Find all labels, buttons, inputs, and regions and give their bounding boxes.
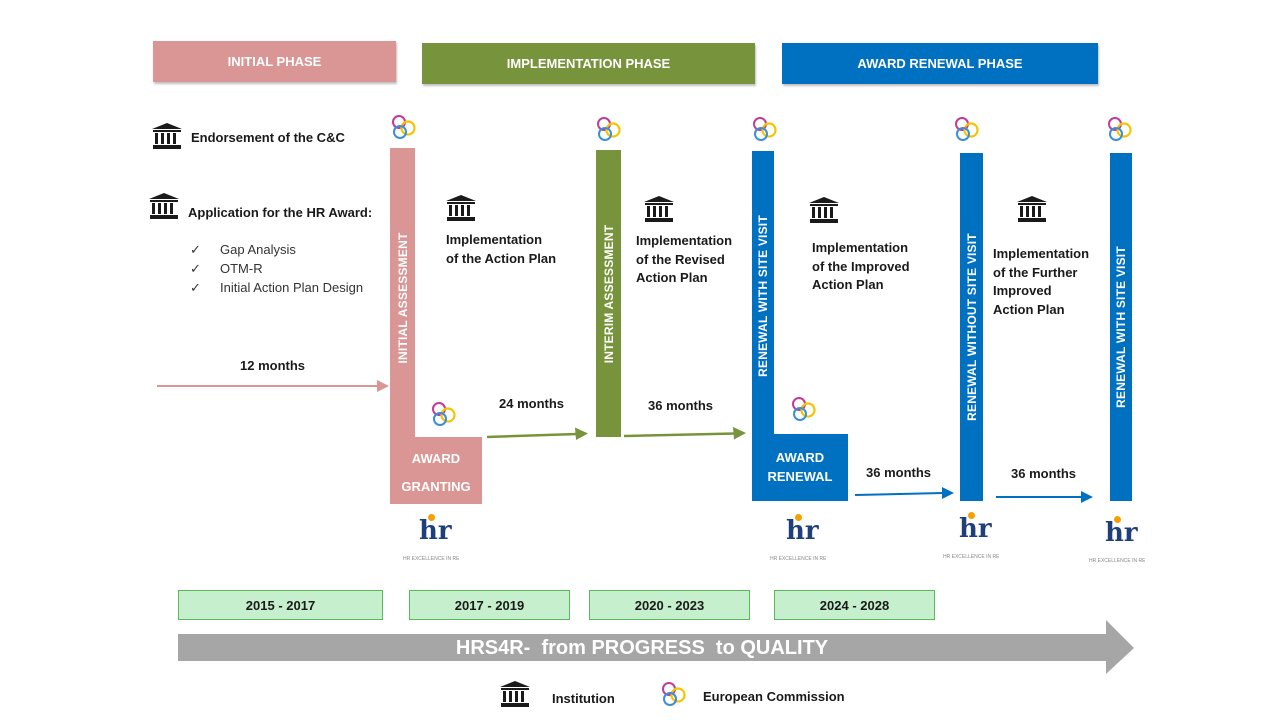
arrow-36-months — [623, 427, 746, 440]
hr-logo-mark: hr — [786, 514, 819, 546]
initial-assessment-bar: INITIAL ASSESSMENT — [390, 148, 415, 448]
european-commission-icon — [752, 116, 778, 142]
checkmark-icon: ✓ — [190, 280, 201, 295]
phase-initial: INITIAL PHASE — [153, 41, 396, 82]
hr-logo-mark: hr — [1105, 516, 1138, 548]
european-commission-icon — [661, 681, 687, 707]
renewal-site-visit-label: RENEWAL WITH SITE VISIT — [1114, 246, 1128, 408]
phase-renewal: AWARD RENEWAL PHASE — [782, 43, 1098, 84]
year-range: 2017 - 2019 — [409, 590, 570, 620]
renewal-site-visit-bar: RENEWAL WITH SITE VISIT — [752, 151, 774, 441]
endorsement-label: Endorsement of the C&C — [191, 130, 345, 145]
phase-implementation-label: IMPLEMENTATION PHASE — [506, 56, 671, 71]
phase-implementation: IMPLEMENTATION PHASE — [422, 43, 755, 84]
checkmark-icon: ✓ — [190, 261, 201, 276]
institution-icon — [1017, 196, 1047, 222]
renewal-site-visit-label: RENEWAL WITH SITE VISIT — [756, 215, 770, 377]
arrow-12-months — [157, 380, 389, 392]
checklist: ✓Gap Analysis ✓OTM-R ✓Initial Action Pla… — [190, 240, 363, 297]
renewal-site-visit-bar: RENEWAL WITH SITE VISIT — [1110, 153, 1132, 501]
institution-icon — [152, 123, 182, 149]
arrow-24-months — [486, 427, 588, 440]
interim-assessment-bar: INTERIM ASSESSMENT — [596, 150, 621, 437]
duration-12-months: 12 months — [240, 358, 306, 373]
implementation-step-4: Implementation of the Further Improved A… — [993, 246, 1090, 317]
checklist-item: ✓OTM-R — [190, 261, 263, 276]
progress-to-quality-label: HRS4R- from PROGRESS to QUALITY — [455, 637, 829, 659]
european-commission-icon — [1107, 116, 1133, 142]
institution-icon — [149, 193, 179, 219]
institution-icon — [644, 196, 674, 222]
institution-icon — [500, 681, 530, 707]
year-range: 2015 - 2017 — [178, 590, 383, 620]
year-range: 2020 - 2023 — [589, 590, 750, 620]
european-commission-icon — [791, 396, 817, 422]
renewal-without-site-visit-bar: RENEWAL WITHOUT SITE VISIT — [960, 153, 983, 501]
duration-36-months: 36 months — [648, 398, 714, 413]
award-granting-label: AWARD GRANTING — [401, 451, 471, 494]
implementation-step-1: Implementation of the Action Plan — [446, 232, 557, 266]
checklist-item: ✓Initial Action Plan Design — [190, 280, 364, 295]
european-commission-icon — [391, 114, 417, 140]
institution-icon — [446, 195, 476, 221]
legend-institution: Institution — [552, 691, 615, 706]
duration-36-months: 36 months — [1011, 466, 1077, 481]
duration-24-months: 24 months — [499, 396, 565, 411]
award-granting-box — [390, 437, 482, 504]
arrow-36-months — [854, 487, 954, 499]
hr-excellence-logo: hr HR EXCELLENCE IN RESEARCH — [1089, 516, 1145, 564]
progress-to-quality-arrow — [178, 620, 1134, 674]
hr-excellence-logo: hr HR EXCELLENCE IN RESEARCH — [770, 514, 826, 562]
arrow-36-months — [996, 491, 1093, 503]
implementation-step-3: Implementation of the Improved Action Pl… — [812, 240, 910, 292]
award-renewal-label: AWARD RENEWAL — [767, 450, 833, 484]
hr-logo-mark: hr — [959, 512, 992, 544]
application-label: Application for the HR Award: — [188, 205, 373, 220]
interim-assessment-label: INTERIM ASSESSMENT — [601, 224, 616, 363]
legend-european-commission: European Commission — [703, 689, 845, 704]
european-commission-icon — [596, 116, 622, 142]
european-commission-icon — [954, 116, 980, 142]
implementation-step-2: Implementation of the Revised Action Pla… — [636, 233, 733, 285]
hr-excellence-logo: hr HR EXCELLENCE IN RESEARCH — [943, 512, 999, 560]
renewal-without-site-visit-label: RENEWAL WITHOUT SITE VISIT — [964, 233, 979, 421]
initial-assessment-label: INITIAL ASSESSMENT — [395, 232, 410, 364]
checklist-item: ✓Gap Analysis — [190, 242, 296, 257]
european-commission-icon — [431, 401, 457, 427]
award-renewal-box — [752, 434, 848, 501]
hr-logo-mark: hr — [419, 514, 452, 546]
checkmark-icon: ✓ — [190, 242, 201, 257]
phase-initial-label: INITIAL PHASE — [227, 54, 322, 69]
hr-excellence-logo: hr HR EXCELLENCE IN RESEARCH — [403, 514, 459, 562]
phase-renewal-label: AWARD RENEWAL PHASE — [857, 56, 1023, 71]
institution-icon — [809, 197, 839, 223]
year-range: 2024 - 2028 — [774, 590, 935, 620]
duration-36-months: 36 months — [866, 465, 932, 480]
